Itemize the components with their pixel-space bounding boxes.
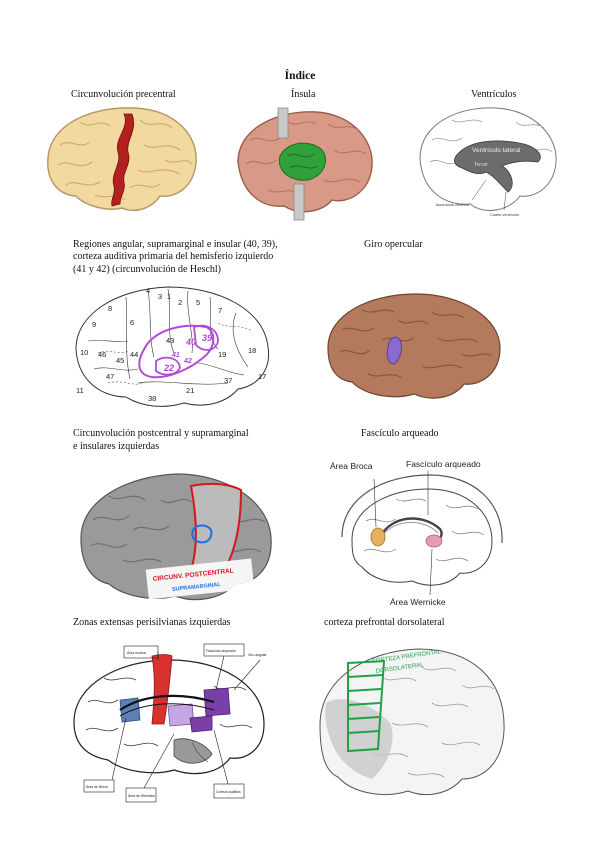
- brodmann-label-19: 19: [218, 350, 226, 359]
- ventricles-figure: Ventrículo lateral Tercer Acueducto cere…: [412, 100, 562, 222]
- brodmann-label-41: 41: [171, 352, 180, 359]
- brodmann-label-1: 1: [167, 292, 171, 301]
- caption-insula: Ínsula: [291, 89, 316, 100]
- ventricles-third-label: Tercer: [474, 162, 488, 168]
- brodmann-label-46: 46: [98, 350, 106, 359]
- ventricles-bottom-left-label: Acueducto cerebral: [436, 203, 469, 207]
- brodmann-label-9: 9: [92, 320, 96, 329]
- brodmann-label-22: 22: [163, 363, 174, 373]
- brodmann-label-7: 7: [218, 306, 222, 315]
- brodmann-label-2: 2: [178, 298, 182, 307]
- precentral-gyrus-mark: [111, 113, 135, 207]
- prefrontal-figure: CORTEZA PREFRONTAL DORSOLATERAL: [312, 633, 510, 805]
- perisylvian-box-motor: Área motora: [127, 651, 146, 655]
- brodmann-label-11: 11: [76, 386, 84, 395]
- brodmann-label-4: 4: [146, 286, 150, 295]
- brodmann-label-5: 5: [196, 298, 200, 307]
- brodmann-label-17: 17: [258, 372, 266, 381]
- ventricles-main-label: Ventrículo lateral: [472, 147, 521, 154]
- brodmann-label-37: 37: [224, 376, 232, 385]
- perisylvian-box-broca: Área de Broca: [86, 785, 108, 789]
- brodmann-label-43: 43: [166, 336, 174, 345]
- insula-figure: [228, 100, 378, 224]
- caption-opercular: Giro opercular: [364, 239, 423, 250]
- caption-prefrontal: corteza prefrontal dorsolateral: [324, 617, 445, 628]
- brodmann-label-10: 10: [80, 348, 88, 357]
- caption-arcuate: Fascículo arqueado: [361, 428, 439, 439]
- brodmann-label-47: 47: [106, 372, 114, 381]
- caption-angular-3: (41 y 42) (circunvolución de Heschl): [73, 264, 222, 275]
- caption-angular-2: corteza auditiva primaria del hemisferio…: [73, 251, 274, 262]
- brodmann-label-39: 39: [202, 333, 212, 343]
- caption-ventricles: Ventrículos: [471, 89, 517, 100]
- perisylvian-box-auditory: Corteza auditiva: [216, 790, 241, 794]
- arcuate-label: Fascículo arqueado: [406, 459, 481, 469]
- caption-precentral: Circunvolución precentral: [71, 89, 176, 100]
- perisylvian-figure: Área motora Fascículo arqueado Área de B…: [64, 640, 276, 806]
- brodmann-label-18: 18: [248, 346, 256, 355]
- perisylvian-box-wernicke: Área de Wernicke: [128, 794, 155, 798]
- brodmann-label-38: 38: [148, 394, 156, 403]
- caption-perisylvian: Zonas extensas perisilvianas izquierdas: [73, 617, 231, 628]
- brodmann-label-6: 6: [130, 318, 134, 327]
- brodmann-label-45: 45: [116, 356, 124, 365]
- arcuate-figure: Área Broca Fascículo arqueado Área Werni…: [326, 455, 508, 615]
- caption-postcentral-1: Circunvolución postcentral y supramargin…: [73, 428, 249, 439]
- brodmann-label-42: 42: [183, 358, 192, 365]
- index-title: Índice: [284, 70, 316, 82]
- caption-angular-1: Regiones angular, supramarginal e insula…: [73, 239, 278, 250]
- caption-postcentral-2: e insulares izquierdas: [73, 441, 160, 452]
- opercular-figure: [322, 290, 505, 405]
- wernicke-label: Área Wernicke: [390, 597, 446, 607]
- precentral-figure: [40, 100, 202, 222]
- perisylvian-box-arcuate: Fascículo arqueado: [206, 649, 236, 653]
- insula-green-mark: [278, 142, 326, 181]
- ventricles-bottom-right-label: Cuarto ventrículo: [490, 213, 519, 217]
- brodmann-label-40: 40: [185, 337, 196, 347]
- brodmann-label-8: 8: [108, 304, 112, 313]
- supramarginal-blue-label: SUPRAMARGINAL: [172, 582, 222, 593]
- perisylvian-box-angular: Giro angular: [248, 653, 268, 657]
- broca-label: Área Broca: [330, 461, 373, 471]
- brodmann-label-3: 3: [158, 292, 162, 301]
- postcentral-figure: CIRCUNV. POSTCENTRAL SUPRAMARGINAL: [73, 460, 276, 610]
- brodmann-label-21: 21: [186, 386, 194, 395]
- opercular-purple-mark: [386, 336, 403, 365]
- brodmann-label-44: 44: [130, 350, 138, 359]
- brodmann-figure: 3 1 2 4 6 8 9 10 46 45 44 47 11 43 19 18…: [68, 283, 278, 415]
